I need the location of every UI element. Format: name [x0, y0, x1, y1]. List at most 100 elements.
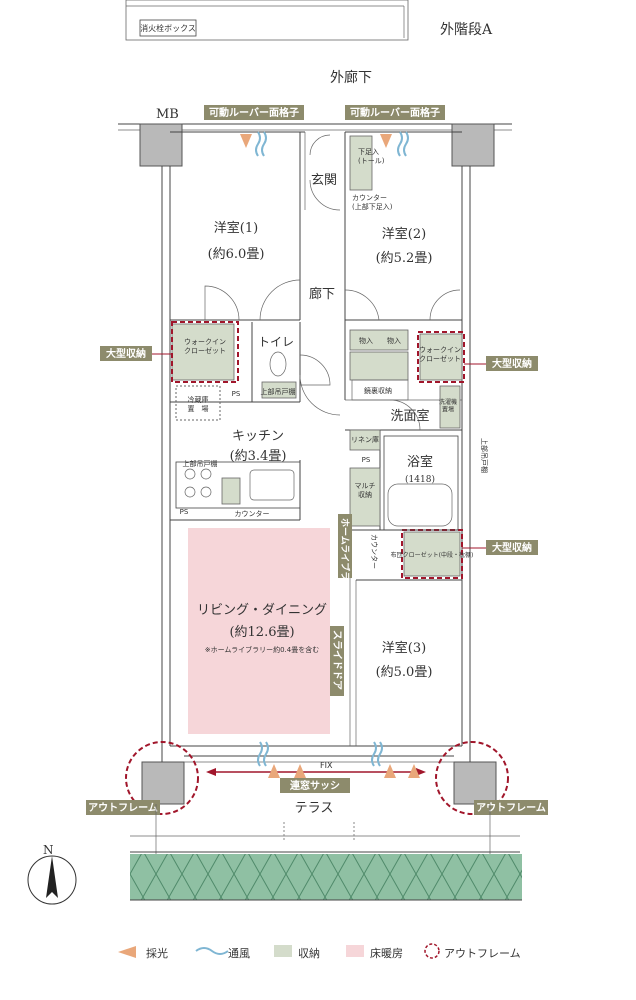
bath-label: 浴室	[407, 454, 433, 470]
mirror-storage-label: 鏡裏収納	[364, 386, 392, 395]
mono2-label: 物入	[387, 336, 401, 345]
room1-size: (約6.0畳)	[208, 247, 265, 262]
mono1-label: 物入	[359, 336, 373, 345]
sash-tag: 連窓サッシ	[280, 778, 350, 793]
svg-text:採光: 採光	[146, 946, 168, 960]
outer-stairs-label: 外階段A	[440, 22, 493, 38]
svg-text:可動ルーバー面格子: 可動ルーバー面格子	[209, 106, 299, 119]
svg-text:連窓サッシ: 連窓サッシ	[290, 779, 340, 792]
linen-storage	[349, 429, 381, 451]
louver-tag-right: 可動ルーバー面格子	[345, 105, 445, 120]
outframe-tag-right: アウトフレーム	[474, 800, 548, 815]
room3-size: (約5.0畳)	[376, 665, 433, 680]
ps2-label: PS	[180, 508, 189, 516]
svg-text:スライドドア: スライドドア	[331, 630, 343, 690]
genkan-label: 玄関	[311, 173, 337, 188]
multi-label: マルチ収納	[355, 482, 376, 499]
svg-text:アウトフレーム: アウトフレーム	[476, 802, 546, 814]
shoe-box-label: 下足入(トール)	[358, 148, 385, 165]
svg-text:ホームライブラリー: ホームライブラリー	[339, 518, 351, 598]
louver-tag-left: 可動ルーバー面格子	[204, 105, 304, 120]
svg-text:アウトフレーム: アウトフレーム	[444, 947, 521, 960]
legend-item-wind: 通風	[195, 947, 250, 960]
north-compass: N	[27, 843, 77, 905]
kitchen-size: (約3.4畳)	[230, 449, 287, 464]
mb-label: MB	[156, 107, 179, 122]
legend-item-outframe: アウトフレーム	[424, 943, 521, 960]
terrace-planting	[130, 854, 522, 900]
big-storage-tag-right2: 大型収納	[462, 540, 538, 555]
svg-text:可動ルーバー面格子: 可動ルーバー面格子	[350, 106, 440, 119]
terrace-label: テラス	[295, 801, 334, 816]
slide-door-tag: スライドドア	[330, 626, 344, 696]
fridge-label: 冷蔵庫置 場	[188, 395, 209, 413]
upper-shelf-toilet-label: 上部吊戸棚	[261, 387, 296, 396]
living-size: (約12.6畳)	[229, 625, 294, 640]
room2-size: (約5.2畳)	[376, 251, 433, 266]
futon-closet	[403, 531, 461, 577]
ps3-label: PS	[362, 456, 371, 464]
home-library-tag: ホームライブラリー	[338, 514, 352, 598]
svg-text:大型収納: 大型収納	[106, 347, 146, 360]
bath-size: (1418)	[405, 474, 435, 485]
kitchen-label: キッチン	[232, 429, 284, 444]
walkin-left-label: ウォークインクローゼット	[184, 338, 226, 355]
counter-label: カウンター	[235, 509, 270, 518]
upper-shelf-kitchen-label: 上部吊戸棚	[183, 459, 218, 468]
upper-shelf-side-label: 上部吊戸棚	[480, 438, 489, 473]
counter2-label: カウンター	[370, 534, 379, 569]
walkin-closet-right	[419, 333, 463, 381]
floor-heating-area	[188, 528, 330, 734]
outframe-circle-left	[125, 741, 199, 815]
closet3-label: 布団クローゼット(中段・枕棚)	[391, 551, 474, 559]
room3-label: 洋室(3)	[382, 640, 426, 656]
fire-hydrant-box: 消火栓ボックス	[125, 0, 409, 41]
walkin-closet-left	[171, 323, 235, 381]
hallway-label: 廊下	[309, 286, 335, 302]
multi-storage	[349, 467, 381, 527]
linen-label: リネン庫	[351, 435, 379, 444]
legend: 採光 通風 収納 床暖房 アウトフレーム	[118, 943, 521, 960]
toilet-label: トイレ	[258, 335, 294, 349]
sun-markers	[240, 134, 420, 778]
room1-label: 洋室(1)	[214, 220, 258, 236]
living-label: リビング・ダイニング	[197, 603, 327, 618]
big-storage-tag-right: 大型収納	[464, 356, 538, 371]
outer-corridor-label: 外廊下	[330, 69, 372, 86]
svg-text:アウトフレーム: アウトフレーム	[88, 802, 158, 814]
washer-space	[439, 385, 461, 429]
mirror-storage	[349, 351, 409, 381]
shoe-storage	[349, 135, 373, 191]
counter-shoe-label: カウンター(上部下足入)	[352, 193, 393, 211]
legend-item-floor-heating: 床暖房	[346, 945, 403, 960]
living-note: ※ホームライブラリー約0.4畳を含む	[205, 645, 319, 654]
column-bottom-left	[141, 761, 185, 805]
big-storage-tag-left: 大型収納	[100, 346, 172, 361]
big-storage-box-left	[171, 321, 239, 383]
fix-label: FIX	[320, 761, 333, 770]
toilet-upper-shelf	[261, 381, 297, 399]
svg-text:床暖房: 床暖房	[370, 946, 403, 960]
column-bottom-right	[453, 761, 497, 805]
svg-text:大型収納: 大型収納	[492, 541, 532, 554]
washer-label: 洗濯機置場	[439, 398, 457, 414]
svg-text:大型収納: 大型収納	[492, 357, 532, 370]
svg-text:収納: 収納	[298, 947, 320, 960]
fire-box-label: 消火栓ボックス	[140, 23, 196, 33]
svg-text:通風: 通風	[228, 947, 250, 960]
legend-item-storage: 収納	[274, 945, 320, 960]
room2-label: 洋室(2)	[382, 226, 426, 242]
outframe-tag-left: アウトフレーム	[86, 800, 160, 815]
ps1-label: PS	[232, 390, 241, 398]
wind-markers	[255, 131, 409, 767]
outframe-circle-right	[435, 741, 509, 815]
sash-arrow	[206, 768, 426, 776]
storage-mono	[349, 329, 409, 351]
north-label: N	[43, 843, 54, 857]
walkin-right-label: ウォークインクローゼット	[419, 346, 461, 363]
column-top-left	[139, 123, 183, 167]
big-storage-box-right2	[401, 529, 463, 579]
washroom-label: 洗面室	[390, 408, 429, 424]
legend-item-sun: 採光	[118, 946, 168, 960]
